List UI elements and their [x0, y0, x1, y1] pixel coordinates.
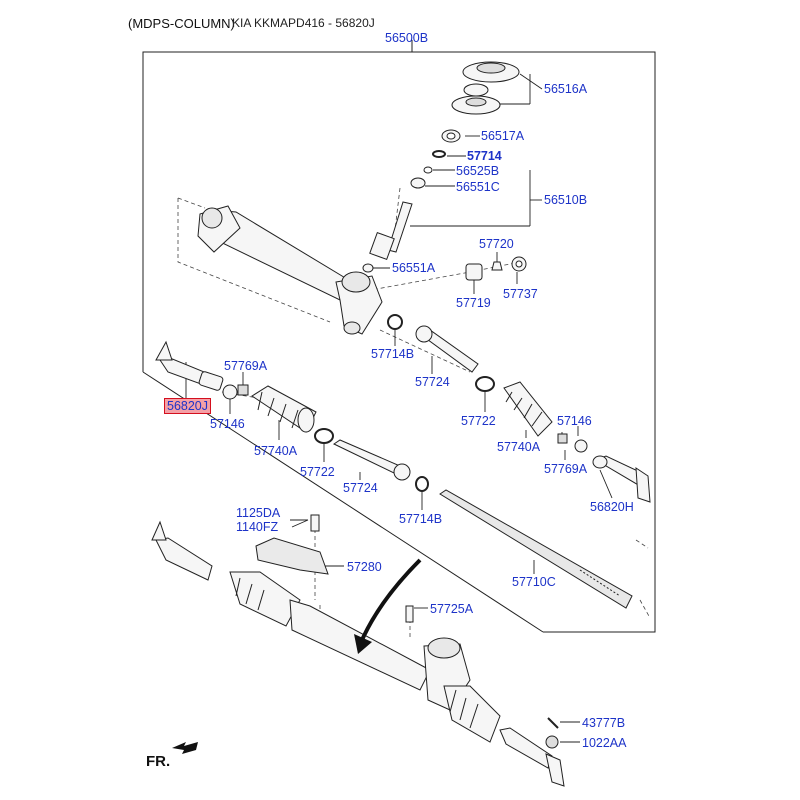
leader-lines: [185, 73, 613, 743]
label-56525B[interactable]: 56525B: [456, 164, 500, 178]
label-57740A-left[interactable]: 57740A: [254, 444, 298, 458]
label-57722-right[interactable]: 57722: [461, 414, 496, 428]
label-57719[interactable]: 57719: [456, 296, 491, 310]
dashed-guides: [177, 187, 651, 640]
label-57740A-right[interactable]: 57740A: [497, 440, 541, 454]
label-56517A[interactable]: 56517A: [481, 129, 525, 143]
label-56510B[interactable]: 56510B: [544, 193, 588, 207]
label-56516A[interactable]: 56516A: [544, 82, 588, 96]
label-57769A-left[interactable]: 57769A: [224, 359, 268, 373]
label-56551A[interactable]: 56551A: [392, 261, 436, 275]
model-title: (MDPS-COLUMN): [128, 16, 235, 31]
label-57280[interactable]: 57280: [347, 560, 382, 574]
assembly-frame: [142, 40, 656, 633]
label-57710C[interactable]: 57710C: [512, 575, 556, 589]
label-43777B[interactable]: 43777B: [582, 716, 626, 730]
label-57724-upper[interactable]: 57724: [415, 375, 450, 389]
label-56551C[interactable]: 56551C: [456, 180, 500, 194]
assembly-arrowhead: [354, 634, 372, 654]
catalog-code: KIA KKMAPD416 - 56820J: [232, 16, 375, 30]
label-1022AA[interactable]: 1022AA: [582, 736, 627, 750]
label-57724-lower[interactable]: 57724: [343, 481, 378, 495]
label-57720[interactable]: 57720: [479, 237, 514, 251]
label-57714B-lower[interactable]: 57714B: [399, 512, 443, 526]
front-arrow-icon: [172, 742, 198, 754]
label-57725A[interactable]: 57725A: [430, 602, 474, 616]
label-56500B[interactable]: 56500B: [385, 31, 429, 45]
part-shapes: [151, 61, 651, 787]
label-56820H[interactable]: 56820H: [590, 500, 634, 514]
front-direction-label: FR.: [146, 753, 171, 770]
label-57146-right[interactable]: 57146: [557, 414, 592, 428]
label-56820J-selected[interactable]: 56820J: [164, 398, 212, 414]
label-57722-left[interactable]: 57722: [300, 465, 335, 479]
label-57714[interactable]: 57714: [467, 149, 502, 163]
assembly-arrow: [360, 558, 422, 641]
label-57737[interactable]: 57737: [503, 287, 538, 301]
label-57769A-right[interactable]: 57769A: [544, 462, 588, 476]
label-57714B-upper[interactable]: 57714B: [371, 347, 415, 361]
label-57146-left[interactable]: 57146: [210, 417, 245, 431]
label-1140FZ[interactable]: 1140FZ: [236, 520, 279, 534]
label-1125DA[interactable]: 1125DA: [236, 506, 281, 520]
